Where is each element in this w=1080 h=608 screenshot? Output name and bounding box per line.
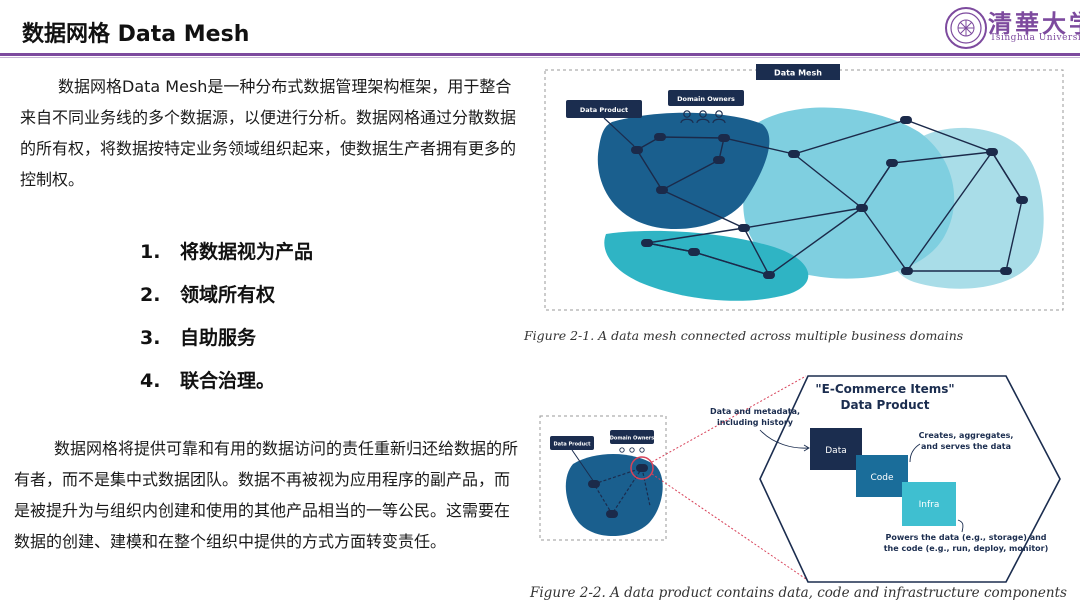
domain-owners-label: Domain Owners — [677, 95, 735, 103]
mesh-node — [763, 271, 775, 279]
list-item: 3. 自助服务 — [140, 323, 256, 350]
mesh-node — [631, 146, 643, 154]
mini-domain-owners-label: Domain Owners — [610, 436, 654, 442]
mesh-node — [886, 159, 898, 167]
mesh-nodes — [631, 116, 1028, 279]
list-label: 联合治理。 — [180, 370, 276, 392]
mesh-node — [901, 267, 913, 275]
note-code-line-1: Creates, aggregates, — [919, 431, 1014, 440]
mesh-node — [986, 148, 998, 156]
mesh-node — [656, 186, 668, 194]
data-box — [810, 428, 862, 470]
highlight-circle — [630, 456, 654, 480]
data-product-label: Data Product — [580, 106, 628, 114]
mini-node — [606, 510, 618, 518]
mesh-node — [688, 248, 700, 256]
code-box-label: Code — [870, 473, 894, 483]
mini-data-product-tag — [550, 436, 594, 450]
list-label: 将数据视为产品 — [180, 241, 314, 263]
infra-box-label: Infra — [919, 500, 940, 510]
logo-subtitle: Tsinghua University — [990, 33, 1080, 43]
people-icon — [680, 110, 726, 124]
mesh-node — [654, 133, 666, 141]
note-infra-arrow — [957, 519, 964, 533]
note-code-arrow — [909, 443, 921, 463]
body-paragraph: 数据网格将提供可靠和有用的数据访问的责任重新归还给数据的所有者，而不是集中式数据… — [14, 439, 519, 551]
mini-edges — [593, 466, 651, 516]
intro-paragraph: 数据网格Data Mesh是一种分布式数据管理架构框架，用于整合来自不同业务线的… — [20, 77, 517, 189]
figure-1-caption: Figure 2-1. A data mesh connected across… — [524, 328, 964, 343]
note-data-arrowhead — [803, 444, 810, 452]
list-number: 3. — [140, 327, 161, 349]
note-data-arrow — [759, 429, 809, 449]
tsinghua-seal-logo — [945, 7, 987, 49]
note-infra-line-1: Powers the data (e.g., storage) and — [885, 533, 1046, 542]
mesh-node — [900, 116, 912, 124]
logo-wordmark: 清華大学 — [988, 9, 1080, 38]
mesh-node — [1000, 267, 1012, 275]
title-divider — [0, 53, 1080, 56]
list-item: 1. 将数据视为产品 — [140, 237, 313, 264]
list-number: 1. — [140, 241, 161, 263]
infra-box — [902, 482, 956, 526]
mini-node — [588, 480, 600, 488]
diagram-header-tag — [756, 64, 840, 80]
list-item: 4. 联合治理。 — [140, 366, 275, 393]
list-label: 领域所有权 — [180, 284, 276, 306]
connector-line — [603, 117, 635, 147]
list-label: 自助服务 — [180, 327, 257, 349]
data-product-diagram: Data Product Domain Owners "E-Commerce I… — [539, 375, 1061, 583]
zoom-connector-bottom — [651, 473, 807, 580]
data-product-tag — [566, 100, 642, 118]
mesh-node — [718, 134, 730, 142]
mesh-node — [788, 150, 800, 158]
list-number: 2. — [140, 284, 161, 306]
mini-node — [636, 464, 648, 472]
slide-title: 数据网格 Data Mesh — [22, 22, 250, 47]
data-product-hexagon — [759, 375, 1061, 583]
mini-data-product-label: Data Product — [553, 442, 591, 448]
figure-2-caption: Figure 2-2. A data product contains data… — [530, 585, 1067, 601]
mini-nodes — [588, 464, 648, 518]
hex-title: "E-Commerce Items" — [815, 382, 954, 396]
list-number: 4. — [140, 370, 161, 392]
diagram-header-label: Data Mesh — [774, 69, 822, 78]
note-infra-line-2: the code (e.g., run, deploy, monitor) — [884, 544, 1049, 553]
note-data-line-1: Data and metadata, — [710, 407, 800, 416]
data-box-label: Data — [825, 446, 847, 456]
data-mesh-diagram: Data Mesh Data Product Domain Owners — [544, 64, 1064, 311]
mesh-node — [641, 239, 653, 247]
hex-subtitle: Data Product — [840, 398, 929, 412]
mesh-node — [1016, 196, 1028, 204]
mini-mesh-frame — [539, 415, 667, 541]
domain-owners-tag — [668, 90, 744, 106]
mini-domain — [565, 454, 663, 537]
mesh-node — [713, 156, 725, 164]
code-box — [856, 455, 908, 497]
mesh-node — [738, 224, 750, 232]
mesh-node — [856, 204, 868, 212]
mini-connector — [571, 449, 595, 483]
title-divider-thin — [0, 57, 1080, 58]
note-data-line-2: including history — [717, 418, 794, 427]
domain-teal-bottom — [604, 230, 809, 301]
list-item: 2. 领域所有权 — [140, 280, 275, 307]
note-code-line-2: and serves the data — [921, 442, 1011, 451]
mini-people-icon — [619, 447, 645, 453]
zoom-connector-top — [651, 375, 807, 463]
mini-domain-owners-tag — [610, 430, 654, 444]
